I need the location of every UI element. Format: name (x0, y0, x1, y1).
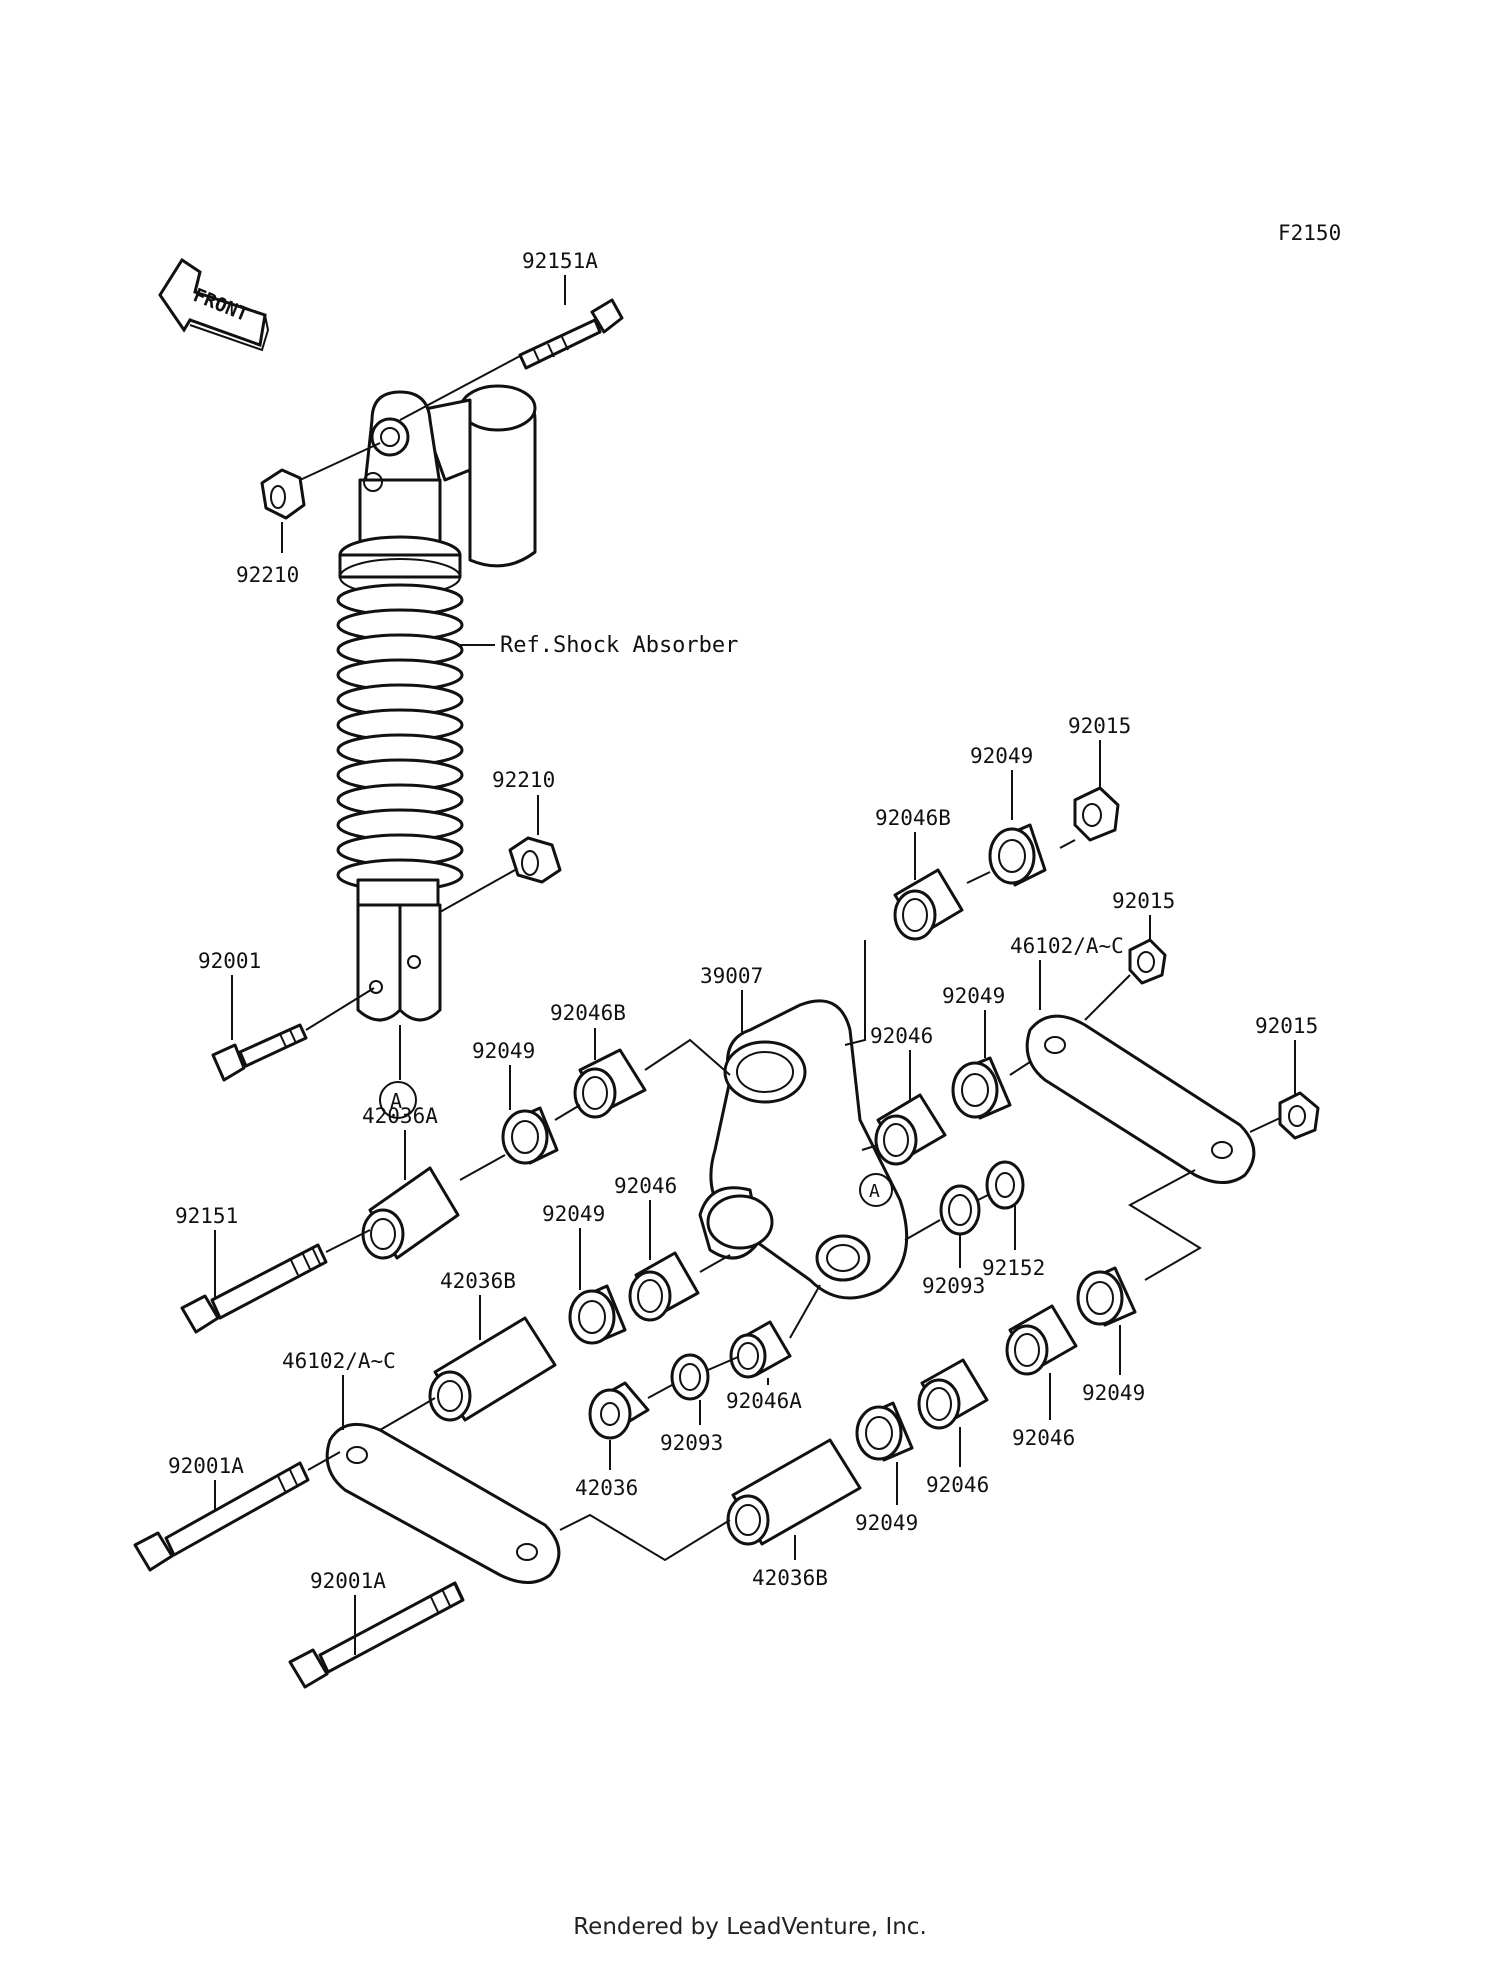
seal-92049-right (951, 1056, 1012, 1120)
part-label-42036: 42036 (575, 1476, 638, 1500)
part-label-92049: 92049 (1082, 1381, 1145, 1405)
ref-shock-absorber-label: Ref.Shock Absorber (500, 633, 738, 658)
part-label-92001a: 92001A (168, 1454, 244, 1478)
part-label-92046: 92046 (926, 1473, 989, 1497)
part-label-92046b: 92046B (550, 1001, 626, 1025)
part-label-42036b: 42036B (440, 1269, 516, 1293)
part-label-92151: 92151 (175, 1204, 238, 1228)
rocker-arm-39007 (698, 999, 909, 1300)
part-label-92015: 92015 (1255, 1014, 1318, 1038)
part-label-92049: 92049 (970, 744, 1033, 768)
bushing-92046-right-lower (917, 1358, 989, 1430)
nut-92210-top (260, 468, 306, 520)
part-label-92046: 92046 (614, 1174, 677, 1198)
part-label-46102-a-c: 46102/A~C (282, 1349, 396, 1373)
part-label-92049: 92049 (472, 1039, 535, 1063)
part-label-46102-a-c: 46102/A~C (1010, 934, 1124, 958)
tie-rod-46102-left (325, 1422, 561, 1584)
nut-92015-mid (1128, 938, 1167, 985)
bolt-92001a-upper (133, 1461, 310, 1572)
part-label-92210: 92210 (492, 768, 555, 792)
seal-92049-top (988, 823, 1047, 887)
part-label-92001a: 92001A (310, 1569, 386, 1593)
part-label-92015: 92015 (1112, 889, 1175, 913)
collar-42036 (588, 1381, 650, 1440)
part-label-42036b: 42036B (752, 1566, 828, 1590)
seal-92093-lower (670, 1353, 710, 1401)
bolt-92151 (180, 1243, 328, 1334)
bushing-92046-mid (874, 1093, 947, 1166)
tie-rod-46102-right (1025, 1014, 1256, 1184)
front-arrow-icon: FRONT (158, 257, 270, 352)
part-label-92210: 92210 (236, 563, 299, 587)
part-label-39007: 39007 (700, 964, 763, 988)
marker-a-shock: A (379, 1081, 417, 1119)
washer-92152 (985, 1160, 1025, 1210)
part-label-42036a: 42036A (362, 1104, 438, 1128)
bushing-92046b-left (573, 1048, 647, 1119)
part-label-92152: 92152 (982, 1256, 1045, 1280)
part-label-92049: 92049 (542, 1202, 605, 1226)
diagram-code: F2150 (1278, 221, 1341, 245)
nut-92015-right (1278, 1091, 1320, 1140)
part-label-92046a: 92046A (726, 1389, 802, 1413)
spacer-42036b-upper (428, 1316, 557, 1422)
bushing-92046a (729, 1320, 792, 1379)
bolt-92001a-lower (288, 1581, 465, 1689)
part-label-92151a: 92151A (522, 249, 598, 273)
nut-92015-top (1073, 786, 1120, 842)
seal-92093-right (939, 1184, 981, 1236)
spacer-42036a (361, 1166, 460, 1260)
part-label-92049: 92049 (942, 984, 1005, 1008)
part-label-92001: 92001 (198, 949, 261, 973)
marker-a-rocker: A (859, 1173, 893, 1207)
part-label-92046: 92046 (1012, 1426, 1075, 1450)
bushing-92046-right-upper (1005, 1304, 1078, 1376)
bolt-92001 (211, 1023, 308, 1082)
part-label-92049: 92049 (855, 1511, 918, 1535)
shock-absorber (336, 384, 537, 1022)
part-label-92093: 92093 (660, 1431, 723, 1455)
part-label-92046: 92046 (870, 1024, 933, 1048)
seal-92049-center (568, 1284, 627, 1345)
part-label-92093: 92093 (922, 1274, 985, 1298)
svg-text:A: A (869, 1181, 880, 1202)
bolt-92151a (518, 298, 624, 370)
nut-92210-lower (508, 836, 562, 884)
part-label-92046b: 92046B (875, 806, 951, 830)
seal-92049-left (501, 1106, 559, 1165)
seal-92049-bottom (855, 1401, 914, 1462)
bushing-92046b-top (893, 868, 964, 941)
part-labels: 92151A 92210 92210 92001 92015 92049 920… (168, 249, 1318, 1593)
seal-92049-lower-right (1076, 1266, 1137, 1327)
spacer-42036b-lower (726, 1438, 862, 1546)
render-credit: Rendered by LeadVenture, Inc. (573, 1914, 927, 1940)
part-label-92015: 92015 (1068, 714, 1131, 738)
svg-text:A: A (390, 1089, 402, 1113)
bushing-92046-center (628, 1251, 700, 1322)
